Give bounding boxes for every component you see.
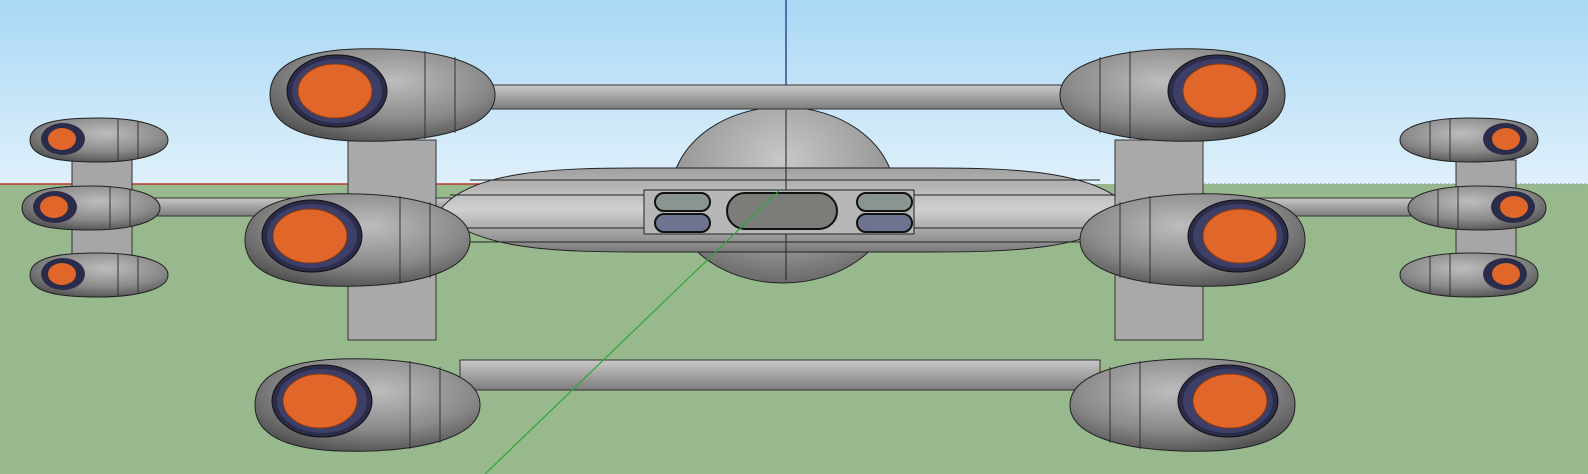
engine-pod-top-left [269, 48, 496, 142]
hatch-lower-right [856, 213, 913, 233]
top-crossbar [459, 84, 1101, 110]
bottom-crossbar [459, 359, 1101, 391]
engine-pod-middle-left [244, 193, 471, 287]
small-pod-right-bottom [1399, 252, 1539, 298]
small-pod-left-middle [21, 185, 161, 231]
window-upper-right [856, 192, 913, 212]
small-pod-right-top [1399, 117, 1539, 163]
engine-pod-middle-right [1079, 193, 1306, 287]
green-axis [484, 189, 781, 474]
main-window [726, 192, 838, 230]
engine-pod-top-right [1059, 48, 1286, 142]
engine-pod-bottom-left [254, 358, 481, 452]
small-pod-left-bottom [29, 252, 169, 298]
small-pod-left-top [29, 117, 169, 163]
hatch-lower-left [654, 213, 711, 233]
window-upper-left [654, 192, 711, 212]
small-pod-right-middle [1407, 185, 1547, 231]
engine-pod-bottom-right [1069, 358, 1296, 452]
